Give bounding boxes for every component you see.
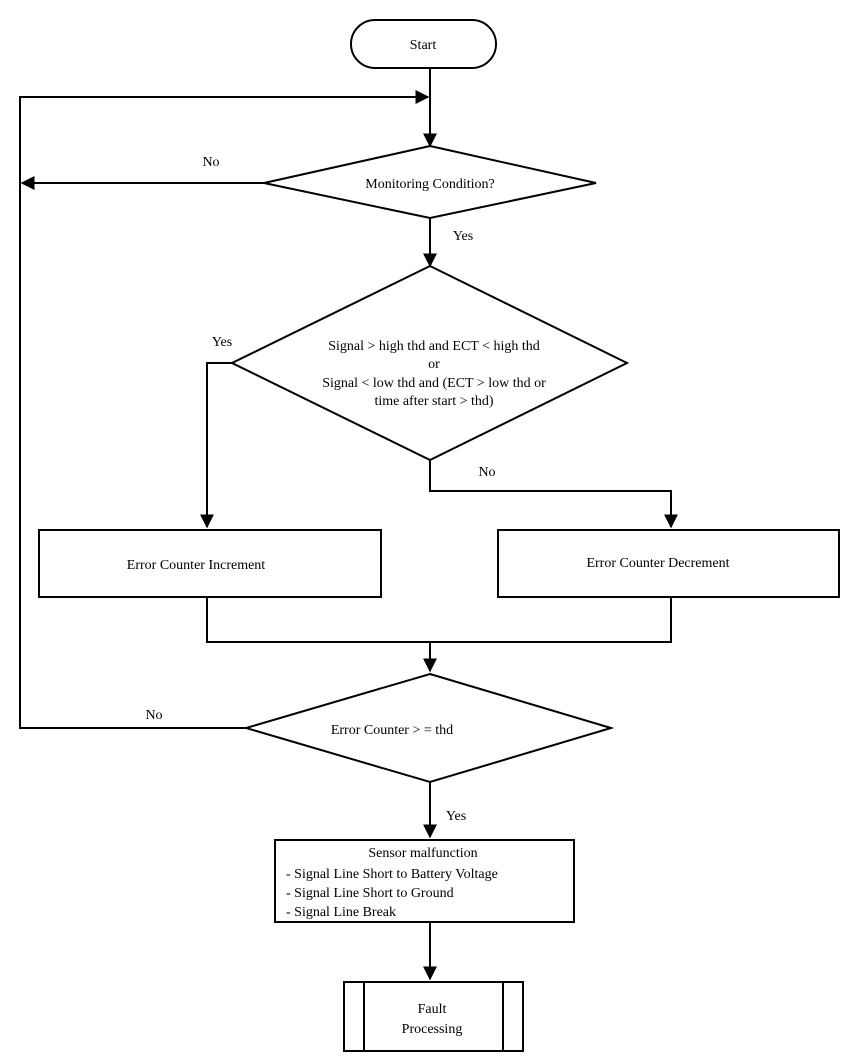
sensor-malfunction-box xyxy=(274,839,575,923)
signal-condition-line-1: Signal > high thd and ECT < high thd xyxy=(328,339,540,354)
malfunction-item-2: - Signal Line Short to Ground xyxy=(286,886,454,901)
loop-back-line xyxy=(19,90,430,729)
malfunction-item-1: - Signal Line Short to Battery Voltage xyxy=(286,867,498,882)
error-counter-increment-box xyxy=(38,529,382,598)
sensor-malfunction-title: Sensor malfunction xyxy=(368,846,477,861)
arrow-signal-yes xyxy=(200,362,232,529)
arrow-signal-no xyxy=(429,460,678,529)
signal-condition-line-4: time after start > thd) xyxy=(374,394,493,409)
fault-processing-line-2: Processing xyxy=(402,1022,463,1037)
signal-condition-line-3: Signal < low thd and (ECT > low thd or xyxy=(322,376,546,391)
error-counter-decrement-label: Error Counter Decrement xyxy=(586,556,729,571)
signal-no-label: No xyxy=(478,465,495,480)
error-counter-increment-label: Error Counter Increment xyxy=(127,558,265,573)
start-terminator xyxy=(350,19,497,69)
error-counter-decrement-box xyxy=(497,529,840,598)
malfunction-item-3: - Signal Line Break xyxy=(286,905,396,920)
fault-processing-line-1: Fault xyxy=(418,1002,447,1017)
counter-yes-label: Yes xyxy=(446,809,466,824)
counter-no-label: No xyxy=(145,708,162,723)
fault-processing-box xyxy=(343,981,524,1052)
start-label: Start xyxy=(410,38,437,53)
merge-line xyxy=(206,597,672,643)
monitoring-no-label: No xyxy=(202,155,219,170)
signal-condition-line-2: or xyxy=(428,357,440,372)
signal-yes-label: Yes xyxy=(212,335,232,350)
monitoring-yes-label: Yes xyxy=(453,229,473,244)
error-counter-question: Error Counter > = thd xyxy=(331,723,453,738)
monitoring-question: Monitoring Condition? xyxy=(365,177,495,192)
